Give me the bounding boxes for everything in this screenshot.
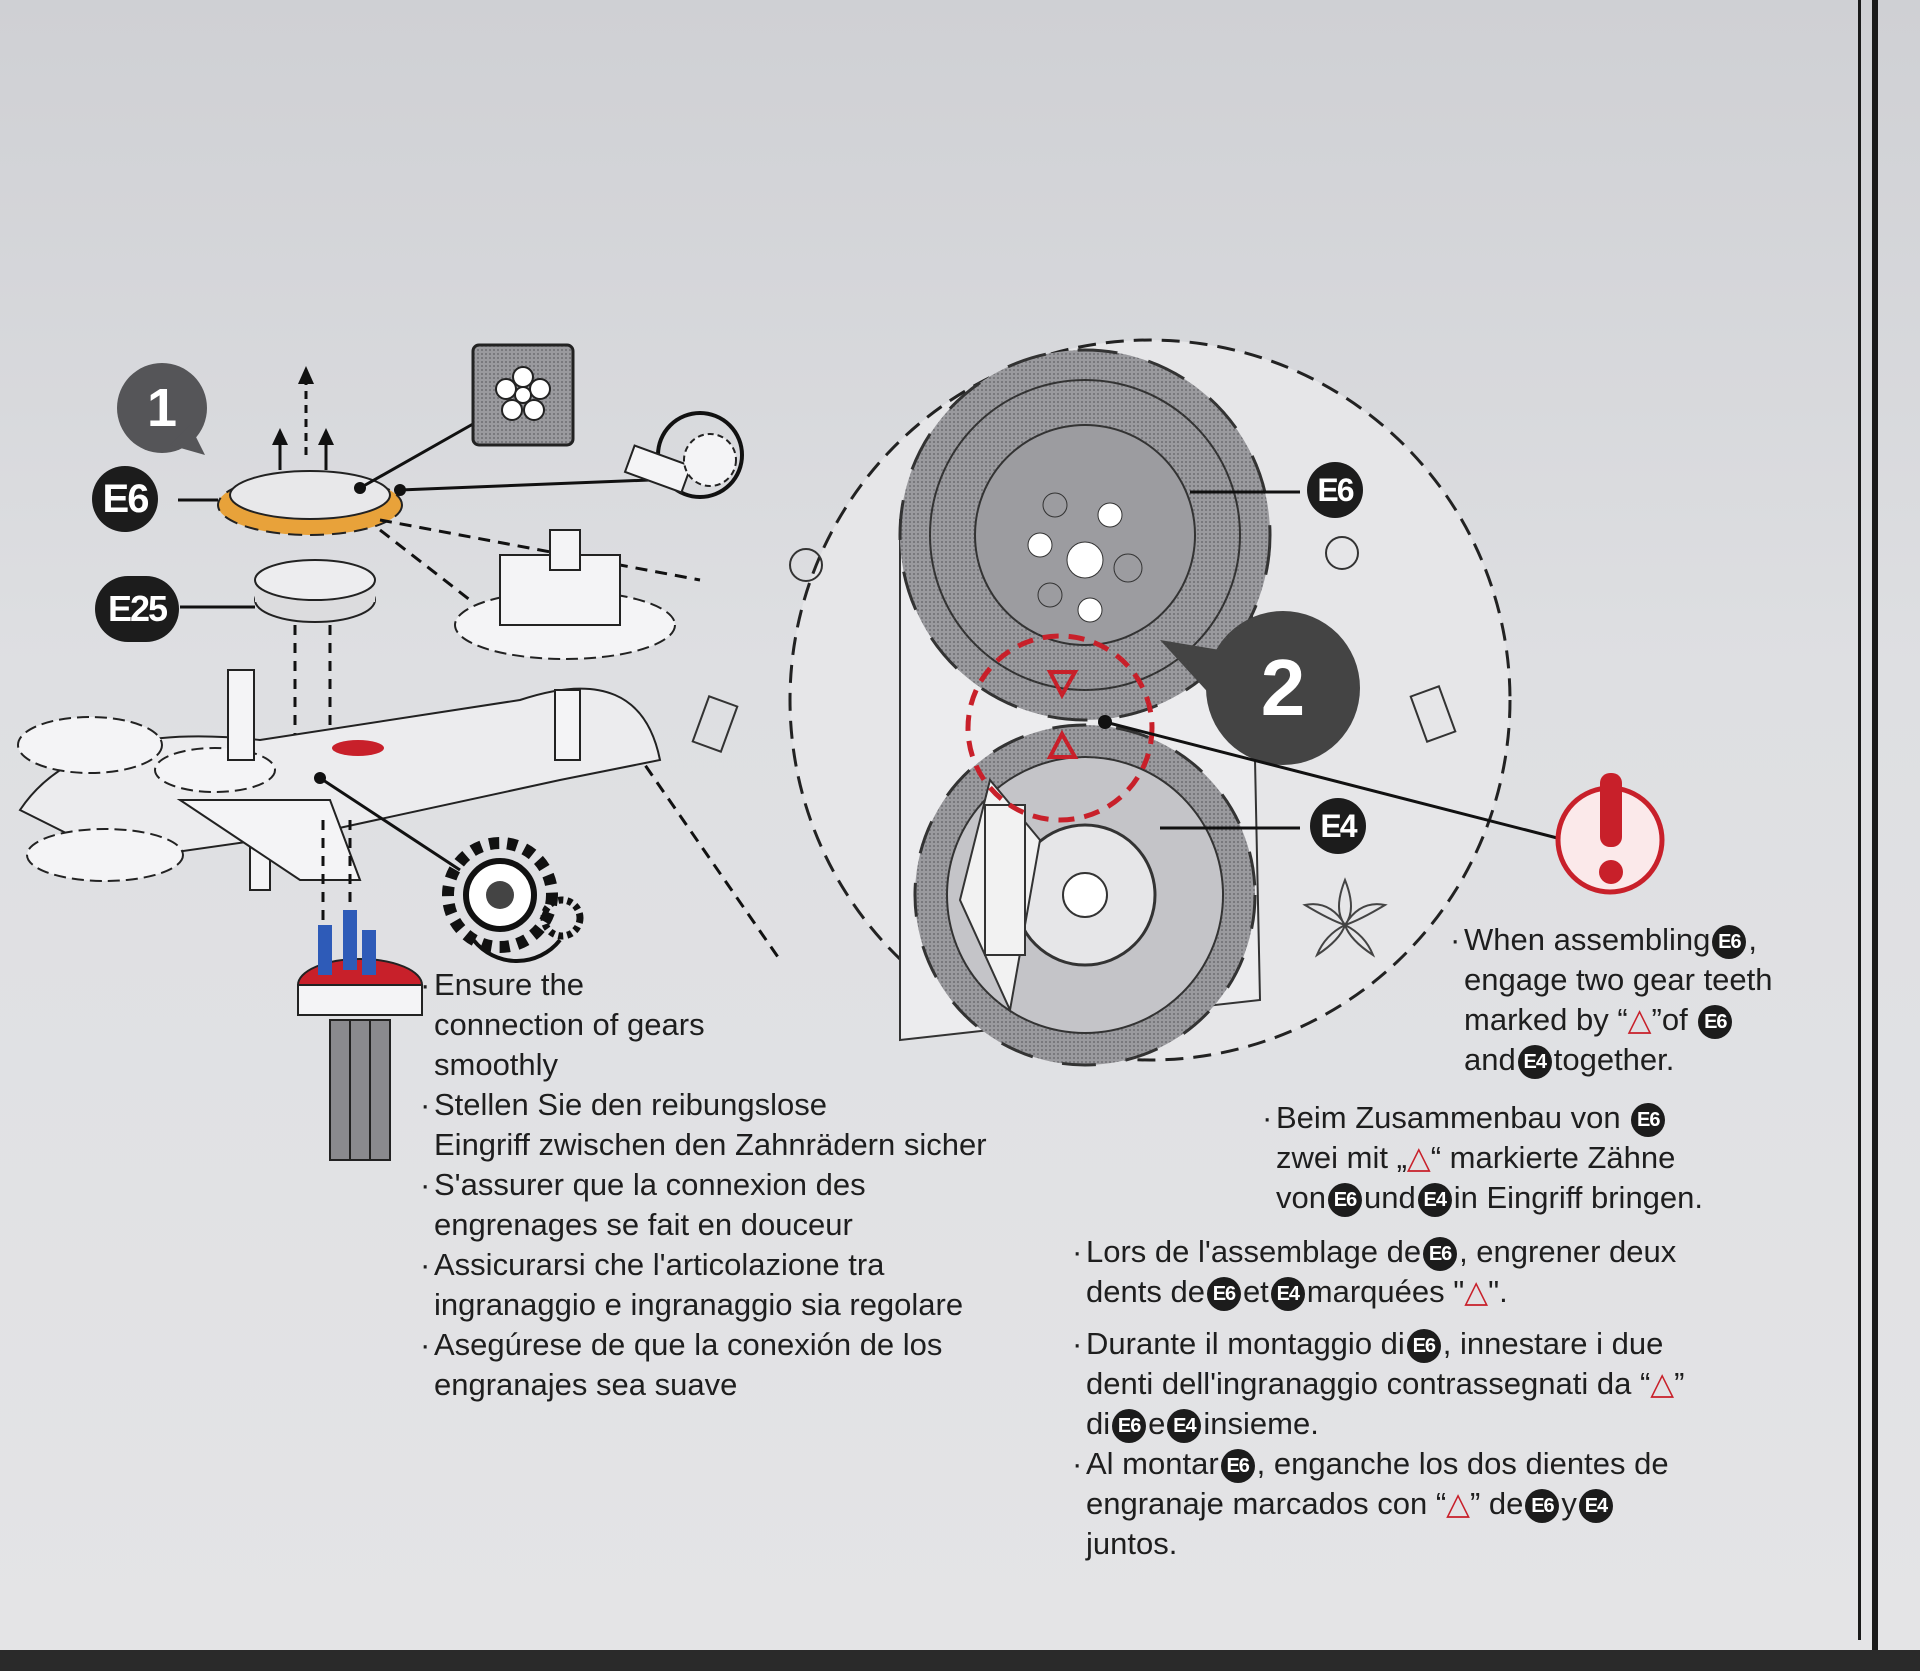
triangle-mark: △ [1446, 1486, 1470, 1521]
ref-e6: E6 [1698, 1004, 1733, 1039]
note-text: ". [1488, 1274, 1508, 1309]
note-text: Durante il montaggio di [1086, 1326, 1405, 1361]
label-e6-right: E6 [1307, 462, 1363, 518]
note-text: , innestare i due [1442, 1326, 1664, 1361]
note-text: and [1464, 1042, 1516, 1077]
note-text: ” [1674, 1366, 1685, 1401]
note-text: together. [1553, 1042, 1675, 1077]
note-text: und [1363, 1180, 1416, 1215]
ref-e4: E4 [1578, 1488, 1613, 1523]
note-line: Ensure the [434, 967, 584, 1002]
ref-e4: E4 [1270, 1276, 1305, 1311]
ref-e6: E6 [1406, 1328, 1441, 1363]
ref-e4: E4 [1517, 1044, 1552, 1079]
note-text: engage two gear teeth [1464, 962, 1773, 997]
step-2-badge: 2 [1260, 643, 1306, 732]
note-text: e [1148, 1406, 1166, 1441]
note-line: engrenages se fait en douceur [434, 1207, 853, 1242]
note-text: dents de [1086, 1274, 1205, 1309]
ref-e6: E6 [1712, 924, 1747, 959]
note-line: Asegúrese de que la conexión de los [434, 1327, 943, 1362]
note-text: y [1561, 1486, 1577, 1521]
label-e4: E4 [1310, 798, 1366, 854]
note-line: smoothly [434, 1047, 559, 1082]
triangle-mark: △ [1650, 1366, 1675, 1401]
ref-e6: E6 [1112, 1408, 1147, 1443]
note-text: “ markierte Zähne [1430, 1140, 1676, 1175]
flower-icon [471, 343, 575, 447]
note-text: denti dell'ingranaggio contrassegnati da… [1086, 1366, 1651, 1401]
note-text: Beim Zusammenbau von [1276, 1100, 1621, 1135]
note-text: Al montar [1086, 1446, 1219, 1481]
ref-e4: E4 [1167, 1408, 1202, 1443]
note-line: engranajes sea suave [434, 1367, 738, 1402]
detail-magnifier [691, 338, 1512, 1067]
ref-e6: E6 [1423, 1236, 1458, 1271]
note-text: juntos. [1086, 1526, 1178, 1561]
label-e6-left: E6 [92, 466, 158, 532]
ref-e4: E4 [1417, 1182, 1452, 1217]
note-text: in Eingriff bringen. [1453, 1180, 1704, 1215]
note-text: et [1242, 1274, 1269, 1309]
gear-cluster-icon [442, 837, 584, 963]
note-text: ”of [1651, 1002, 1688, 1037]
step-1-badge: 1 [146, 378, 178, 438]
ref-e6: E6 [1525, 1488, 1560, 1523]
flower-outline-icon [1302, 877, 1388, 958]
gear-e4-detail [913, 723, 1257, 1067]
note-line: Stellen Sie den reibungslose [434, 1087, 827, 1122]
note-text: marquées " [1306, 1274, 1465, 1309]
note-line: ingranaggio e ingranaggio sia regolare [434, 1287, 964, 1322]
note-line: S'assurer que la connexion des [434, 1167, 866, 1202]
note-line: Eingriff zwischen den Zahnrädern sicher [434, 1127, 987, 1162]
page-border-outer [1872, 0, 1878, 1671]
ref-e6: E6 [1631, 1102, 1666, 1137]
note-text: von [1276, 1180, 1326, 1215]
note-text: , enganche los dos dientes de [1256, 1446, 1669, 1481]
note-text: zwei mit „ [1276, 1140, 1407, 1175]
note-text: di [1086, 1406, 1111, 1441]
note-text: marked by “ [1464, 1002, 1628, 1037]
note-line: Assicurarsi che l'articolazione tra [434, 1247, 885, 1282]
note-text: Lors de l'assemblage de [1086, 1234, 1422, 1269]
note-text: When assembling [1464, 922, 1711, 957]
page-border-inner [1858, 0, 1861, 1640]
triangle-mark: △ [1406, 1140, 1431, 1175]
triangle-mark: △ [1627, 1002, 1652, 1037]
ref-e6: E6 [1220, 1448, 1255, 1483]
wheel-detail-icon [623, 411, 744, 499]
triangle-mark: △ [1464, 1274, 1489, 1309]
ref-e6: E6 [1206, 1276, 1241, 1311]
note-text: , engrener deux [1459, 1234, 1677, 1269]
label-e25: E25 [95, 576, 179, 642]
note-text: ” de [1470, 1486, 1524, 1521]
note-text: , [1748, 922, 1758, 957]
page-border-bottom [0, 1650, 1920, 1671]
note-text: insieme. [1203, 1406, 1319, 1441]
note-text: engranaje marcados con “ [1086, 1486, 1447, 1521]
note-line: connection of gears [434, 1007, 705, 1042]
ref-e6: E6 [1327, 1182, 1362, 1217]
warning-exclamation-icon [1555, 773, 1665, 895]
gear-e6-detail [898, 348, 1272, 722]
exploded-assembly [17, 363, 782, 1161]
